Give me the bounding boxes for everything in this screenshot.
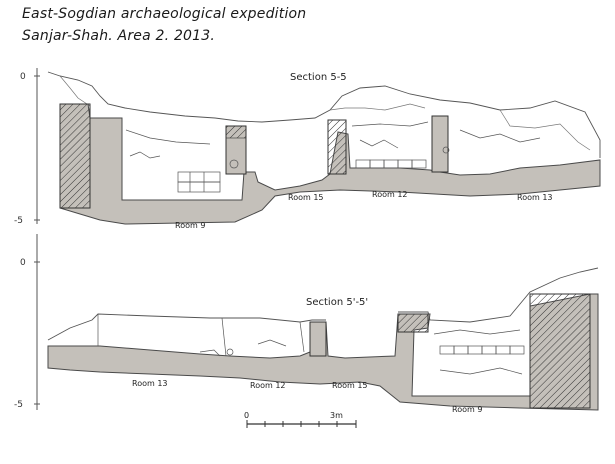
top-room-13: Room 13 (517, 193, 553, 202)
top-section: 0 -5 (14, 68, 601, 230)
bottom-room-12: Room 12 (250, 381, 286, 390)
top-wall-left (59, 103, 91, 209)
top-room-9: Room 9 (175, 221, 205, 230)
bottom-tick-minus5: -5 (14, 400, 23, 410)
top-wall-room9-east-hatch (225, 125, 247, 139)
top-tick-0: 0 (20, 72, 26, 82)
scale-bar: 0 3m (244, 411, 357, 428)
top-room-15: Room 15 (288, 193, 324, 202)
top-room9-details (125, 129, 239, 193)
scale-start-label: 0 (244, 411, 249, 420)
bottom-wall-right (529, 293, 591, 409)
top-ground-fill (59, 103, 601, 225)
bottom-section-label: Section 5'-5' (306, 297, 368, 308)
top-section-label: Section 5-5 (290, 72, 347, 83)
top-wall-right-pillar (431, 115, 449, 173)
expedition-title: East-Sogdian archaeological expedition (22, 6, 307, 22)
bottom-room-13: Room 13 (132, 379, 168, 388)
bottom-room-15: Room 15 (332, 381, 368, 390)
bottom-depth-scale: 0 -5 (14, 234, 40, 410)
top-room12-details (351, 121, 541, 169)
top-wall-mid (327, 119, 347, 175)
top-depth-scale: 0 -5 (14, 68, 40, 226)
area-subtitle: Sanjar-Shah. Area 2. 2013. (22, 28, 216, 44)
bottom-tick-0: 0 (20, 258, 26, 268)
scale-end-label: 3m (330, 411, 343, 420)
bottom-wall-mid (309, 321, 327, 357)
top-room-12: Room 12 (372, 190, 408, 199)
top-tick-minus5: -5 (14, 216, 23, 226)
top-ruin-outline (47, 71, 601, 158)
top-ruin-outline-inner (59, 75, 591, 151)
bottom-wall-room9-west (397, 313, 429, 333)
bottom-section: 0 -5 (14, 234, 599, 414)
bottom-room-details (97, 314, 525, 375)
bottom-room-9: Room 9 (452, 405, 482, 414)
